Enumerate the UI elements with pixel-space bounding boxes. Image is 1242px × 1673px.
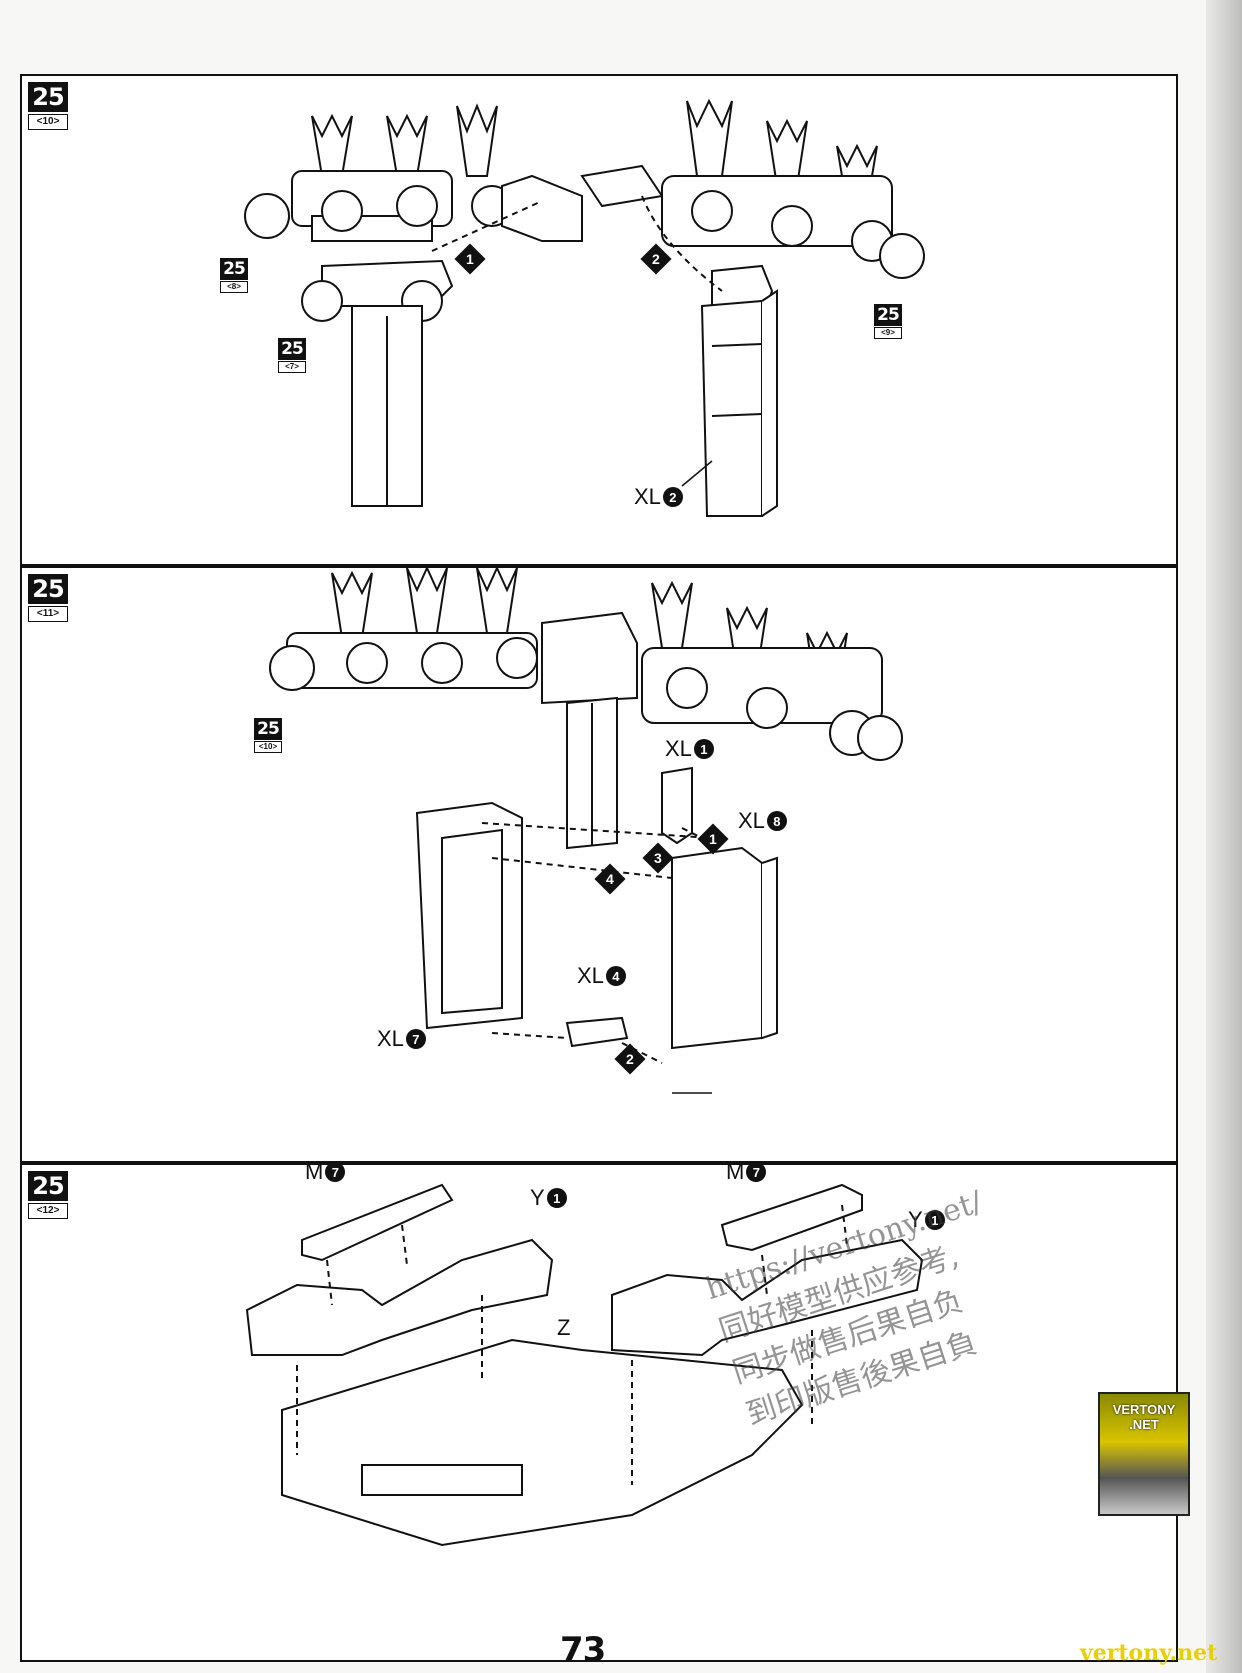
step-number: 25: [28, 574, 68, 604]
step-number: 25: [28, 82, 68, 112]
step-sub-number: <12>: [28, 1203, 68, 1219]
step-number: 25: [28, 1171, 68, 1201]
watermark-logo: VERTONY .NET: [1098, 1392, 1190, 1516]
claw-unit-left: [244, 103, 583, 242]
step-sub-number: <10>: [28, 114, 68, 130]
assembly-illustration: [245, 1183, 924, 1547]
part-label: Z: [557, 1315, 571, 1340]
step-panel-25-11: 25 <11>: [20, 565, 1178, 1163]
reference-badge: 25 <10>: [254, 718, 282, 753]
reference-badge: 25 <9>: [874, 304, 902, 339]
step-badge: 25 <10>: [28, 82, 68, 130]
reference-badge: 25 <8>: [220, 258, 248, 293]
step-panel-25-10: 25 <10>: [20, 74, 1178, 566]
step-badge: 25 <11>: [28, 574, 68, 622]
step-badge: 25 <12>: [28, 1171, 68, 1219]
page-number: 73: [560, 1630, 606, 1670]
watermark-url: vertony.net: [1080, 1640, 1218, 1666]
page-edge: [1206, 0, 1242, 1673]
reference-badge: 25 <7>: [278, 338, 306, 373]
step-sub-number: <11>: [28, 606, 68, 622]
assembly-illustration: [269, 565, 903, 1094]
assembly-illustration: [244, 98, 925, 517]
